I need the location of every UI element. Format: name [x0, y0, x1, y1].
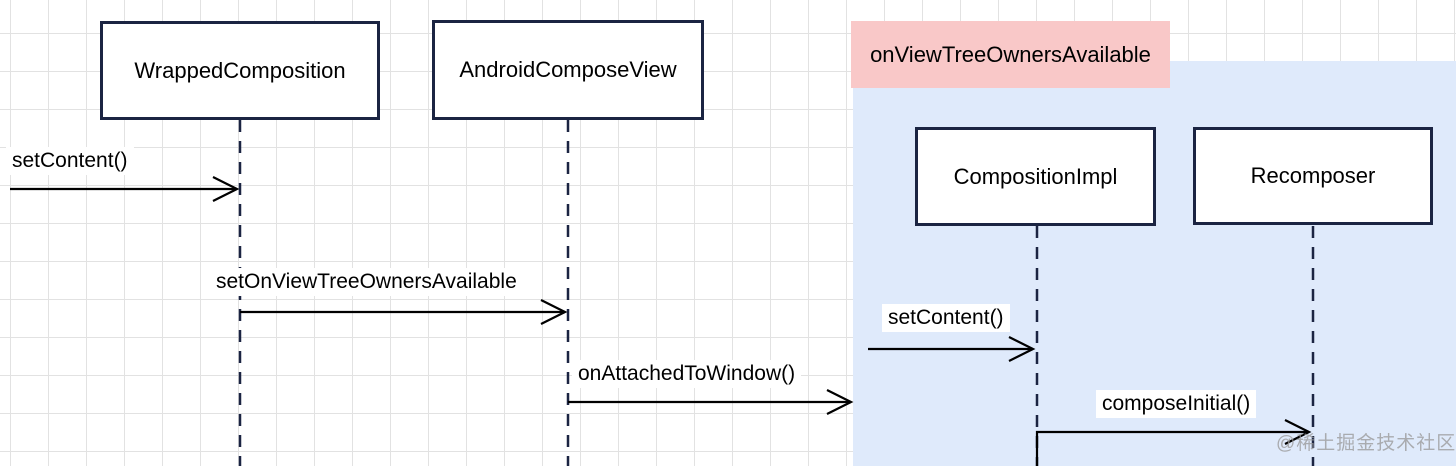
actor-label: Recomposer — [1250, 163, 1376, 188]
actor-label: WrappedComposition — [134, 57, 346, 83]
actor-box-composition-impl: CompositionImpl — [915, 127, 1156, 226]
actor-box-android-compose-view: AndroidComposeView — [432, 20, 704, 120]
message-label-set-content: setContent() — [6, 147, 134, 176]
actor-box-recomposer: Recomposer — [1193, 127, 1433, 225]
message-label-compose-initial: composeInitial() — [1096, 390, 1257, 419]
message-label-on-attached-to-window: onAttachedToWindow() — [572, 360, 802, 389]
actor-box-wrapped-composition: WrappedComposition — [100, 21, 380, 120]
actor-label: AndroidComposeView — [459, 57, 677, 82]
message-label-set-on-view-tree-owners-available: setOnViewTreeOwnersAvailable — [210, 268, 523, 297]
actor-label: CompositionImpl — [953, 163, 1118, 189]
watermark-text: @稀土掘金技术社区 — [1276, 433, 1456, 454]
highlight-label: onViewTreeOwnersAvailable — [851, 21, 1170, 88]
message-label-set-content-2: setContent() — [882, 304, 1010, 333]
arrow-compose-initial — [1035, 419, 1312, 466]
highlight-label-text: onViewTreeOwnersAvailable — [870, 41, 1151, 67]
message-arrows — [10, 176, 1312, 466]
